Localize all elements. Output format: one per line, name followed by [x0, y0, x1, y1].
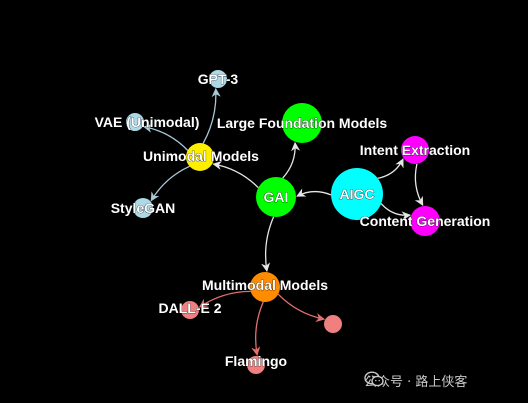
node-layer — [126, 70, 440, 374]
node-multimodal[interactable] — [250, 272, 280, 302]
edge-multimodal-to-flamingo — [251, 301, 264, 356]
edge-gai-to-large — [282, 141, 301, 179]
edge-layer — [142, 87, 424, 356]
node-gpt3[interactable] — [209, 70, 227, 88]
node-dalle[interactable] — [181, 301, 199, 319]
node-label-gai: GAI — [264, 189, 289, 205]
node-label-dalle: DALL-E 2 — [159, 300, 222, 316]
node-label-intent: Intent Extraction — [360, 142, 470, 158]
edge-intent-to-content — [414, 163, 424, 206]
node-label-vae: VAE (Unimodal) — [95, 114, 200, 130]
edge-gai-to-multimodal — [261, 216, 275, 273]
edge-unimodal-to-vae — [142, 123, 189, 151]
wechat-icon — [364, 371, 384, 387]
node-vae[interactable] — [126, 113, 144, 131]
node-unnamed[interactable] — [324, 315, 342, 333]
node-aigc[interactable] — [331, 168, 383, 220]
node-content[interactable] — [410, 206, 440, 236]
node-label-stylegan: StyleGAN — [111, 200, 176, 216]
node-gai[interactable] — [256, 177, 296, 217]
node-label-content: Content Generation — [360, 213, 491, 229]
watermark-text: 公众号 · 路上侠客 — [364, 375, 468, 390]
node-label-aigc: AIGC — [340, 186, 375, 202]
edge-multimodal-to-unnamed — [277, 293, 326, 323]
node-label-large: Large Foundation Models — [217, 115, 388, 131]
node-label-gpt3: GPT-3 — [198, 71, 239, 87]
edge-aigc-to-content — [380, 203, 412, 221]
node-intent[interactable] — [401, 136, 429, 164]
node-label-multimodal: Multimodal Models — [202, 277, 328, 293]
edge-gai-to-unimodal — [212, 160, 259, 189]
edge-aigc-to-intent — [377, 158, 404, 179]
node-unimodal[interactable] — [186, 143, 214, 171]
edge-unimodal-to-gpt3 — [202, 87, 221, 144]
node-label-flamingo: Flamingo — [225, 353, 287, 369]
edge-unimodal-to-stylegan — [150, 165, 190, 202]
node-label-unimodal: Unimodal Models — [143, 148, 259, 164]
node-stylegan[interactable] — [133, 198, 153, 218]
node-flamingo[interactable] — [247, 356, 265, 374]
watermark: 公众号 · 路上侠客 — [364, 371, 467, 390]
edge-aigc-to-gai — [296, 188, 332, 197]
node-large[interactable] — [282, 103, 322, 143]
edge-multimodal-to-dalle — [198, 290, 251, 308]
